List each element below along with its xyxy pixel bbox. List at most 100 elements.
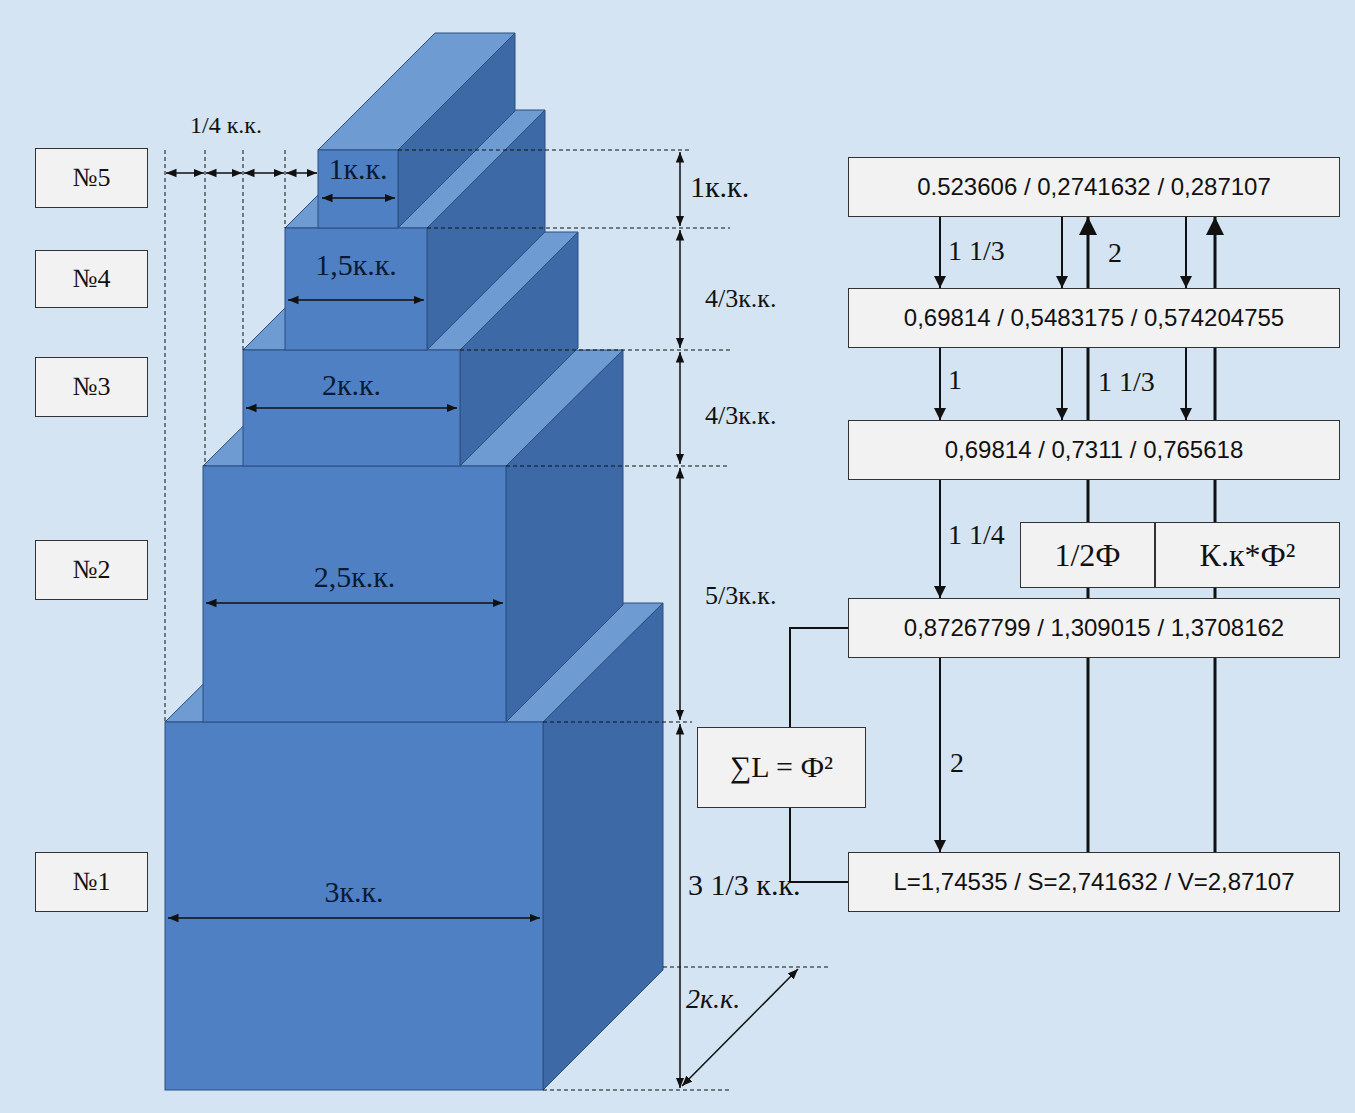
flow-arrow: [1061, 217, 1063, 288]
dashed-guide: [205, 150, 206, 466]
value-box: 0,69814 / 0,7311 / 0,765618: [848, 420, 1340, 480]
flow-arrow: [1214, 217, 1217, 288]
connector-line: [790, 628, 848, 727]
flow-arrow: [939, 348, 941, 420]
dashed-guide: [165, 150, 166, 722]
box-text: L=1,74535 / S=2,741632 / V=2,87107: [893, 868, 1294, 896]
width-label: 2к.к.: [322, 368, 381, 402]
dimension-label: 4/3к.к.: [705, 402, 777, 431]
height-dimensions: [398, 150, 830, 1090]
connector-line: [1087, 348, 1090, 420]
box-text: 0.523606 / 0,2741632 / 0,287107: [917, 173, 1271, 201]
dashed-guide: [543, 1090, 730, 1091]
connector-line: [1214, 480, 1217, 522]
value-box: 0.523606 / 0,2741632 / 0,287107: [848, 157, 1340, 217]
block-face: 2к.к.: [243, 350, 460, 466]
dashed-guide: [243, 150, 244, 350]
flow-arrow: [1087, 217, 1090, 288]
arrow-label: 1 1/3: [948, 235, 1005, 267]
block-front: [165, 722, 543, 1090]
dashed-guide: [543, 722, 692, 723]
dimension-arrow: [286, 172, 317, 174]
formula-box: 1/2Ф: [1020, 522, 1155, 588]
box-text: №5: [73, 163, 111, 193]
number-box: №5: [35, 148, 148, 208]
dimension-label: 5/3к.к.: [705, 582, 777, 611]
value-box: 0,69814 / 0,5483175 / 0,574204755: [848, 288, 1340, 348]
dimension-arrow: [679, 468, 681, 720]
connector-line: [1214, 348, 1217, 420]
flow-arrow: [939, 658, 941, 852]
dimension-arrow: [166, 172, 204, 174]
box-text: 0,69814 / 0,7311 / 0,765618: [945, 436, 1244, 464]
flow-arrow: [1061, 348, 1063, 420]
box-text: №1: [73, 867, 111, 897]
width-arrows: [168, 198, 540, 918]
flow-arrow: [1185, 217, 1187, 288]
dimension-arrow: [679, 152, 681, 226]
width-label: 2,5к.к.: [314, 560, 396, 594]
box-text: №3: [73, 372, 111, 402]
arrow-label: 1 1/4: [948, 519, 1005, 551]
dimension-arrow: [168, 917, 540, 919]
number-box: №2: [35, 540, 148, 600]
formula-box: К.к*Ф²: [1155, 522, 1340, 588]
formula-box: ∑L = Ф²: [697, 727, 866, 808]
block-side: [398, 33, 515, 228]
box-text: ∑L = Ф²: [730, 750, 833, 785]
connector-line: [1087, 588, 1090, 598]
width-label: 1,5к.к.: [315, 248, 397, 282]
arrow-label: 2: [950, 747, 964, 779]
value-box: L=1,74535 / S=2,741632 / V=2,87107: [848, 852, 1340, 912]
dimension-label: 3 1/3 к.к.: [688, 868, 801, 901]
block-front: [243, 350, 460, 466]
block-face: 2,5к.к.: [203, 466, 506, 722]
dimension-label: 1/4 к.к.: [190, 112, 262, 138]
block-face: 1,5к.к.: [285, 228, 427, 350]
dimension-arrow: [206, 602, 503, 604]
connector-line: [1087, 658, 1090, 852]
arrow-label: 1 1/3: [1098, 366, 1155, 398]
box-text: №4: [73, 264, 111, 294]
dashed-guide: [663, 967, 830, 968]
dimension-label: 4/3к.к.: [705, 285, 777, 314]
arrow-label: 1: [948, 364, 962, 396]
dimension-arrow: [206, 172, 242, 174]
dashed-guide: [285, 150, 286, 228]
dashed-guide: [460, 350, 730, 351]
connector-line: [1214, 658, 1217, 852]
box-text: 1/2Ф: [1054, 537, 1120, 574]
dashed-guide: [427, 228, 730, 229]
flow-arrow: [939, 480, 941, 598]
box-text: 0,87267799 / 1,309015 / 1,3708162: [904, 614, 1284, 642]
flow-arrow: [939, 217, 941, 288]
connector-line: [1087, 480, 1090, 522]
dimension-arrow: [679, 230, 681, 348]
box-text: 0,69814 / 0,5483175 / 0,574204755: [904, 304, 1284, 332]
dimension-arrow: [679, 724, 681, 1088]
dashed-guide: [506, 466, 730, 467]
dimension-arrow: [288, 299, 424, 301]
value-box: 0,87267799 / 1,309015 / 1,3708162: [848, 598, 1340, 658]
block-face: 3к.к.: [165, 722, 543, 1090]
number-box: №1: [35, 852, 148, 912]
dashed-guide: [398, 150, 692, 151]
tower-blocks: [165, 33, 663, 1090]
depth-arrow: [682, 969, 798, 1086]
connector-line: [1214, 588, 1217, 598]
block-side: [506, 350, 623, 722]
flow-arrow: [1185, 348, 1187, 420]
block-face: 1к.к.: [318, 150, 398, 228]
block-front: [285, 228, 427, 350]
dimension-arrow: [679, 352, 681, 464]
number-box: №4: [35, 250, 148, 308]
box-text: К.к*Ф²: [1200, 537, 1296, 574]
dimension-label: 1к.к.: [690, 170, 749, 203]
width-label: 1к.к.: [328, 152, 387, 186]
block-front: [203, 466, 506, 722]
arrow-label: 2: [1108, 237, 1122, 269]
step-dimensions: [165, 150, 317, 722]
dimension-arrow: [322, 197, 395, 199]
box-text: №2: [73, 555, 111, 585]
